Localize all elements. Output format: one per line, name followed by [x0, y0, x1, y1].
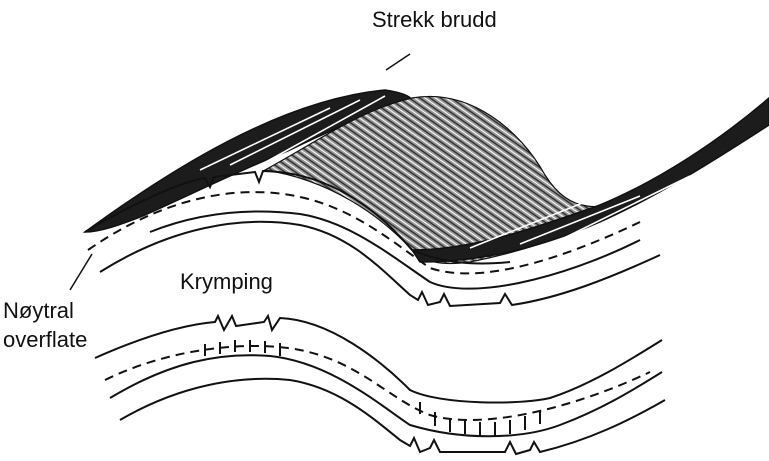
- upper-fold: [70, 54, 769, 306]
- compression-label: Krymping: [180, 268, 273, 296]
- lower-fold: [95, 316, 665, 454]
- lower-fold-top-layer: [95, 316, 662, 403]
- neutral-surface-leader: [70, 254, 92, 290]
- neutral-surface-label-line1: Nøytral: [3, 296, 87, 325]
- tension-fracture-label: Strekk brudd: [372, 6, 497, 34]
- tension-fracture-leader: [386, 54, 410, 70]
- neutral-surface-label-line2: overflate: [3, 325, 87, 354]
- lower-fold-compression-ticks-left: [205, 340, 280, 356]
- neutral-surface-label: Nøytral overflate: [3, 296, 87, 354]
- lower-fold-neutral-surface: [105, 346, 650, 420]
